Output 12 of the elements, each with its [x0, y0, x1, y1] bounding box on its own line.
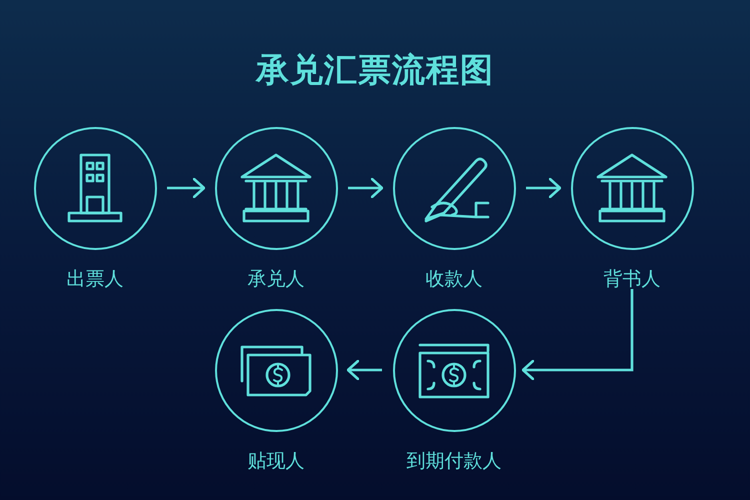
node-label: 承兑人 [248, 267, 304, 292]
arrow [522, 289, 634, 380]
arrow [346, 360, 382, 380]
title: 承兑汇票流程图 [256, 49, 494, 91]
node-label: 出票人 [66, 267, 124, 292]
arrow [526, 178, 562, 198]
node-label: 背书人 [604, 267, 660, 292]
arrow [348, 178, 384, 198]
node-label: 收款人 [426, 267, 482, 292]
node-label: 贴现人 [248, 449, 304, 474]
node-label: 到期付款人 [406, 449, 502, 474]
arrow [167, 178, 206, 198]
